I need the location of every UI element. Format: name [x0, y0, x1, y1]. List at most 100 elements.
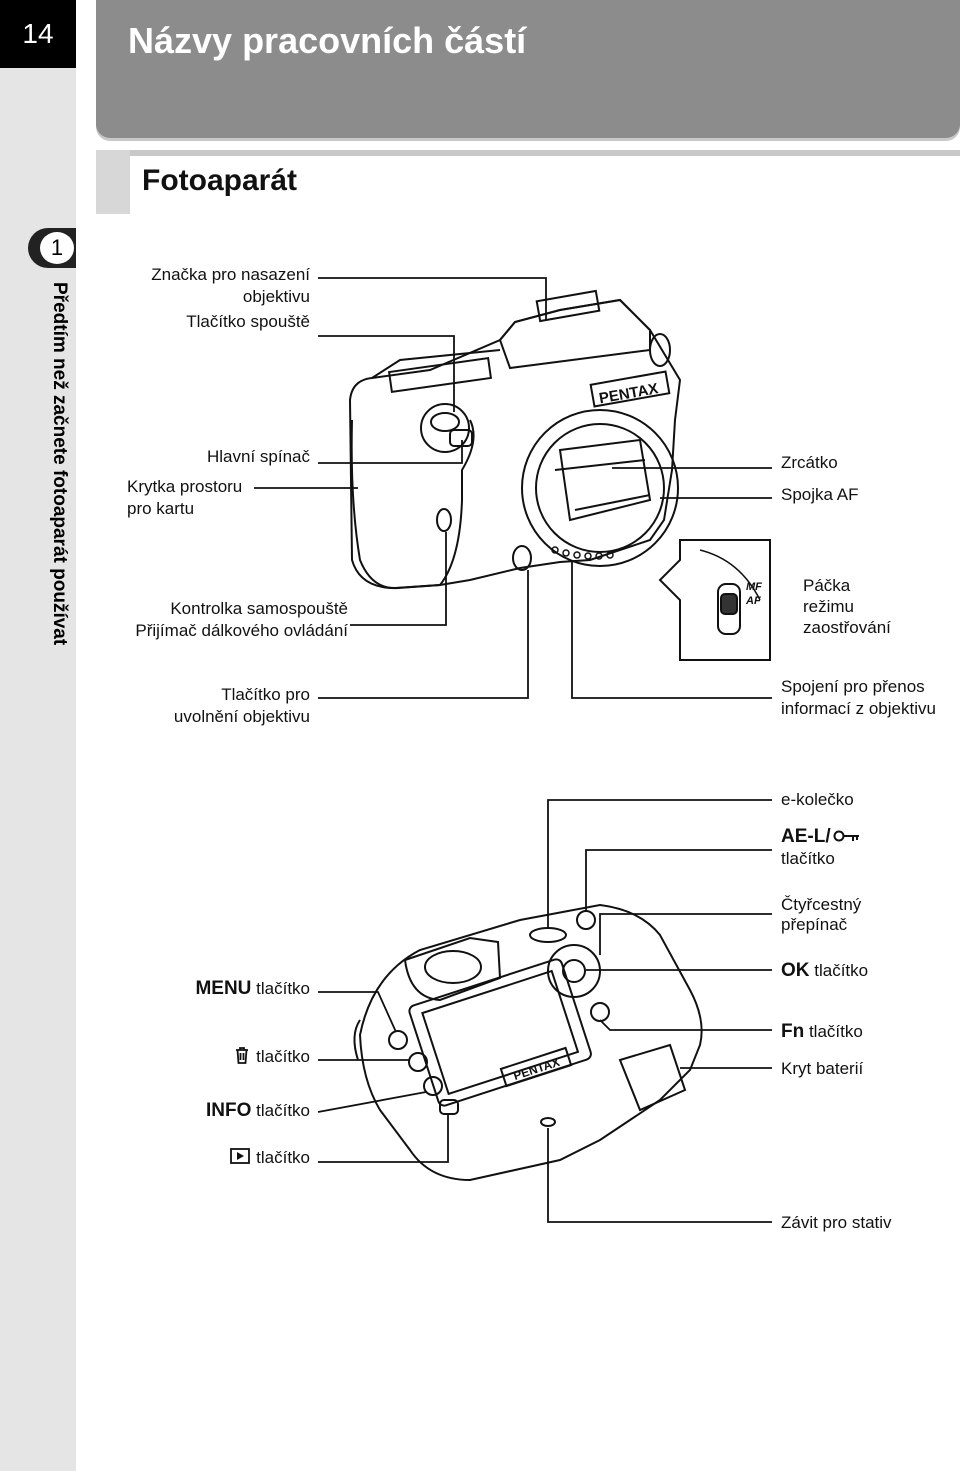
battery-cover-shape — [618, 1043, 687, 1112]
front-body-outline — [348, 298, 682, 590]
label-ael-button: AE-L/ — [781, 826, 861, 848]
ael-button-shape — [576, 910, 596, 930]
leader-menu — [318, 991, 397, 1033]
fn-suffix: tlačítko — [808, 1022, 863, 1041]
leader-lines — [254, 277, 772, 1223]
trash-icon — [234, 1046, 250, 1069]
label-focus-lever-2: režimu — [803, 597, 855, 616]
leader-fn — [599, 1019, 772, 1031]
info-text: INFO — [206, 1100, 252, 1121]
label-mirror: Zrcátko — [781, 453, 838, 472]
eyecup — [403, 936, 502, 1002]
lens-mount-outer — [521, 409, 679, 567]
section-rule — [130, 150, 960, 156]
brand-back: PENTAX — [512, 1055, 562, 1083]
label-self-timer-lamp: Kontrolka samospouště — [170, 599, 348, 618]
label-menu-button: MENU tlačítko — [195, 978, 310, 999]
four-way-outer — [547, 944, 601, 998]
chapter-number: 1 — [40, 232, 74, 264]
label-card-cover: Krytka prostoru — [127, 477, 243, 496]
label-ael-button-2: tlačítko — [781, 849, 835, 868]
lens-contact-dots — [551, 546, 614, 560]
hot-shoe — [535, 289, 601, 323]
label-remote-receiver: Přijímač dálkového ovládání — [135, 621, 348, 640]
ael-text: AE-L/ — [781, 826, 831, 847]
label-lens-unlock-2: uvolnění objektivu — [173, 707, 310, 726]
label-lens-contacts: Spojení pro přenos — [781, 677, 925, 696]
main-switch-shape — [449, 429, 473, 447]
prism-hump — [498, 298, 651, 370]
leader-lens-index — [318, 277, 547, 320]
label-four-way: Čtyřcestný — [781, 895, 862, 914]
label-lens-unlock: Tlačítko pro — [221, 685, 310, 704]
eyepiece — [424, 950, 482, 984]
label-focus-lever-3: zaostřování — [803, 618, 891, 637]
e-dial-back — [529, 927, 567, 943]
header-band — [96, 0, 960, 138]
lcd-monitor-inner — [421, 969, 580, 1096]
label-delete-button: tlačítko — [234, 1046, 310, 1069]
label-ok-button: OK tlačítko — [781, 960, 868, 981]
label-play-button: tlačítko — [230, 1147, 310, 1169]
menu-suffix: tlačítko — [256, 979, 310, 998]
switch-mf-label: MF — [746, 581, 762, 593]
front-top-plate — [371, 349, 501, 379]
section-marker — [96, 150, 130, 214]
label-main-switch: Hlavní spínač — [207, 447, 310, 466]
lens-release-shape — [512, 545, 532, 571]
ok-text: OK — [781, 960, 810, 981]
lens-mount-inner — [535, 423, 665, 553]
section-title: Fotoaparát — [142, 164, 298, 197]
delete-button-shape — [408, 1052, 428, 1072]
leader-lens-unlock — [318, 570, 529, 699]
brand-front: PENTAX — [598, 380, 660, 407]
menu-text: MENU — [195, 978, 252, 999]
leader-tripod — [547, 1128, 772, 1223]
brand-plate-back — [499, 1046, 573, 1088]
label-af-coupler: Spojka AF — [781, 485, 859, 504]
label-e-dial: e-kolečko — [781, 790, 854, 809]
front-grip — [350, 419, 475, 590]
label-fn-button: Fn tlačítko — [781, 1021, 863, 1042]
leader-four-way — [599, 913, 772, 955]
leader-play — [318, 1114, 449, 1163]
label-lens-mount-index: Značka pro nasazení — [151, 265, 310, 284]
mirror-shape — [558, 438, 652, 522]
mirror-box — [554, 459, 651, 511]
ok-button-shape — [562, 959, 586, 983]
play-button-shape — [439, 1099, 459, 1115]
info-button-shape — [423, 1076, 443, 1096]
label-lens-mount-index-2: objektivu — [242, 287, 310, 306]
leader-shutter — [318, 335, 455, 412]
page-title: Názvy pracovních částí — [128, 20, 527, 61]
menu-button-shape — [388, 1030, 408, 1050]
label-card-cover-2: pro kartu — [127, 499, 195, 518]
focus-lever-knob — [720, 593, 738, 615]
delete-suffix: tlačítko — [256, 1047, 310, 1066]
ok-suffix: tlačítko — [814, 961, 869, 980]
label-focus-lever: Páčka — [803, 576, 851, 595]
fn-button-shape — [590, 1002, 610, 1022]
leader-info — [317, 1091, 427, 1113]
leader-main-switch — [318, 440, 463, 464]
leader-self-timer — [350, 532, 447, 626]
tripod-socket-shape — [540, 1117, 556, 1127]
label-tripod-socket: Závit pro stativ — [781, 1213, 892, 1232]
play-suffix: tlačítko — [256, 1148, 310, 1167]
fn-text: Fn — [781, 1021, 805, 1042]
focus-lever-slot — [717, 583, 741, 635]
leader-lens-contacts — [571, 560, 772, 699]
e-dial-front — [649, 333, 671, 367]
shutter-button-shape — [430, 412, 460, 432]
left-dial — [353, 1019, 361, 1061]
self-timer-lamp-shape — [436, 508, 452, 532]
chapter-title: Předtím než začnete fotoaparát používat — [49, 282, 70, 646]
label-four-way-2: přepínač — [781, 915, 848, 934]
label-lens-contacts-2: informací z objektivu — [781, 699, 936, 718]
back-body-outline — [358, 903, 703, 1182]
label-battery-cover: Kryt baterií — [781, 1059, 864, 1078]
page-number: 14 — [0, 0, 76, 68]
label-info-button: INFO tlačítko — [206, 1100, 310, 1121]
mode-dial — [420, 403, 470, 453]
